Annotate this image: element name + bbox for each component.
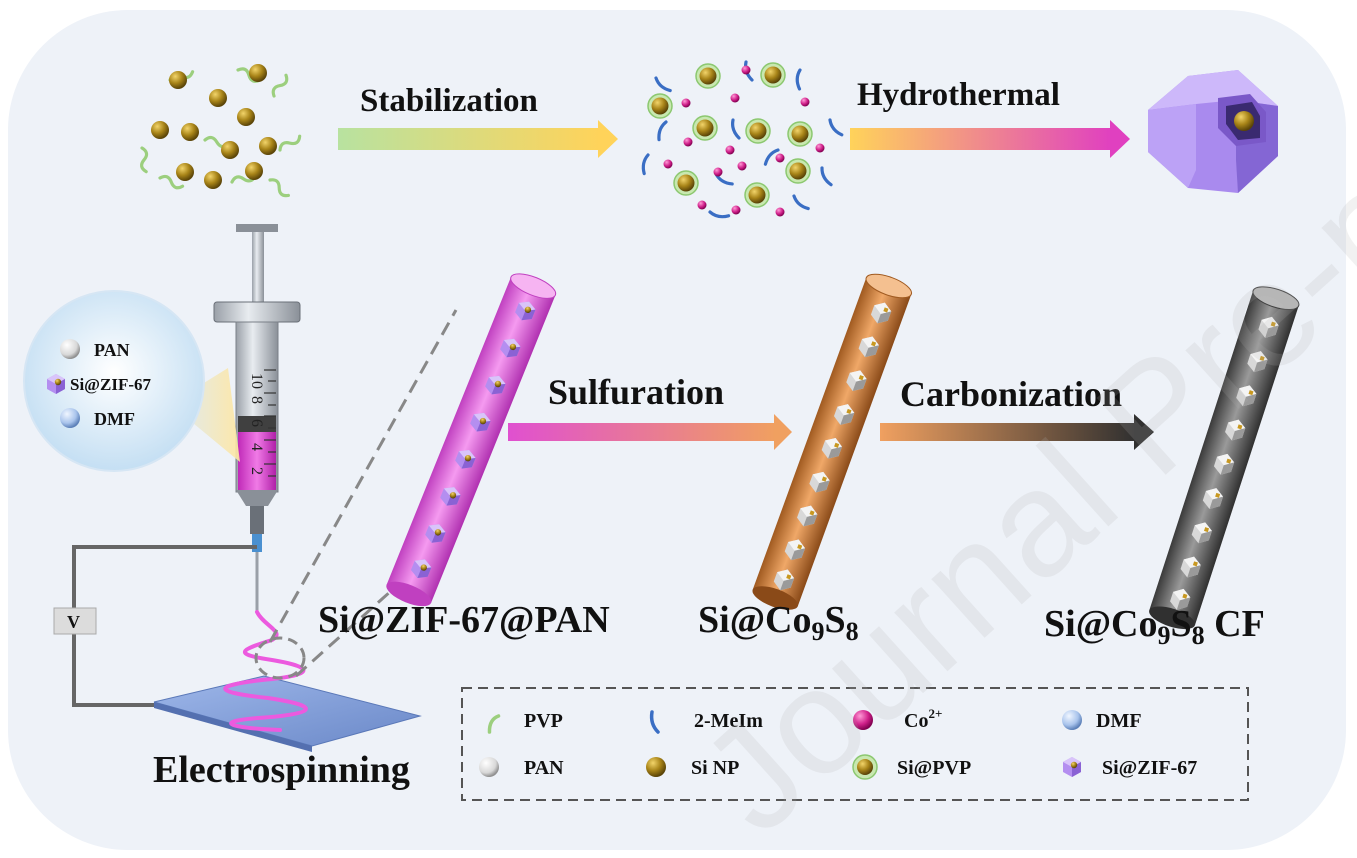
legend-item-meim: 2-MeIm bbox=[649, 710, 763, 734]
scale-tick-8: 8 bbox=[248, 396, 265, 404]
scale-tick-6: 6 bbox=[248, 419, 265, 427]
legend-item-co: Co2+ bbox=[853, 706, 942, 732]
legend-box bbox=[461, 687, 1249, 801]
legend-label-pan: PAN bbox=[524, 757, 564, 779]
legend-label-dmf: DMF bbox=[1096, 710, 1142, 732]
scale-tick-10: 10 bbox=[248, 373, 265, 389]
carbonization-label: Carbonization bbox=[900, 374, 1122, 414]
fiber-si-co9s8-cf bbox=[1149, 286, 1300, 630]
stabilization-label: Stabilization bbox=[360, 83, 538, 119]
bubble-pan-label: PAN bbox=[94, 340, 130, 360]
product-si-zif-pan: Si@ZIF-67@PAN bbox=[318, 599, 610, 641]
sulfuration-arrow bbox=[508, 414, 792, 450]
legend-item-dmf: DMF bbox=[1062, 710, 1142, 732]
voltage-label: V bbox=[67, 612, 80, 632]
fiber-si-zif-pan bbox=[386, 273, 557, 607]
fiber-jet bbox=[223, 610, 308, 732]
syringe-scale: 10 8 6 4 2 bbox=[248, 369, 276, 477]
fiber-si-co9s8 bbox=[752, 273, 913, 610]
product-si-co9s8: Si@Co9S8 bbox=[698, 599, 859, 646]
legend-item-sizif: Si@ZIF-67 bbox=[1063, 757, 1197, 779]
syringe bbox=[213, 224, 301, 612]
hydrothermal-label: Hydrothermal bbox=[857, 77, 1060, 113]
si-zif67-polyhedron bbox=[1148, 70, 1278, 193]
legend-label-sizif: Si@ZIF-67 bbox=[1102, 757, 1197, 779]
bubble-zif-label: Si@ZIF-67 bbox=[70, 375, 151, 394]
legend-item-sinp: Si NP bbox=[646, 757, 739, 779]
scale-tick-2: 2 bbox=[248, 467, 265, 475]
legend-item-sipvp: Si@PVP bbox=[852, 754, 971, 780]
bubble-item-pan: PAN bbox=[60, 339, 130, 360]
sulfuration-label: Sulfuration bbox=[548, 372, 724, 412]
legend-label-co: Co2+ bbox=[904, 706, 942, 732]
zoom-circle bbox=[254, 636, 306, 680]
stabilization-arrow bbox=[338, 120, 618, 158]
bubble-pointer bbox=[170, 368, 240, 462]
legend: PVP 2-MeIm Co2+ DMF PAN Si NP Si@PVP bbox=[461, 687, 1249, 801]
legend-label-sipvp: Si@PVP bbox=[897, 757, 971, 779]
legend-item-pvp: PVP bbox=[487, 710, 563, 734]
electrospinning-label: Electrospinning bbox=[153, 749, 410, 791]
bubble-item-zif: Si@ZIF-67 bbox=[47, 374, 151, 394]
hydrothermal-arrow bbox=[850, 120, 1130, 158]
legend-label-pvp: PVP bbox=[524, 710, 563, 732]
product-si-co9s8-cf: Si@Co9S8 CF bbox=[1044, 603, 1265, 650]
carbonization-arrow bbox=[880, 414, 1154, 450]
legend-item-pan: PAN bbox=[479, 757, 564, 779]
bubble-item-dmf: DMF bbox=[60, 408, 135, 429]
legend-label-meim: 2-MeIm bbox=[694, 710, 763, 732]
voltage-source bbox=[53, 607, 97, 635]
bubble-dmf-label: DMF bbox=[94, 409, 135, 429]
legend-label-sinp: Si NP bbox=[691, 757, 739, 779]
scale-tick-4: 4 bbox=[248, 443, 265, 451]
